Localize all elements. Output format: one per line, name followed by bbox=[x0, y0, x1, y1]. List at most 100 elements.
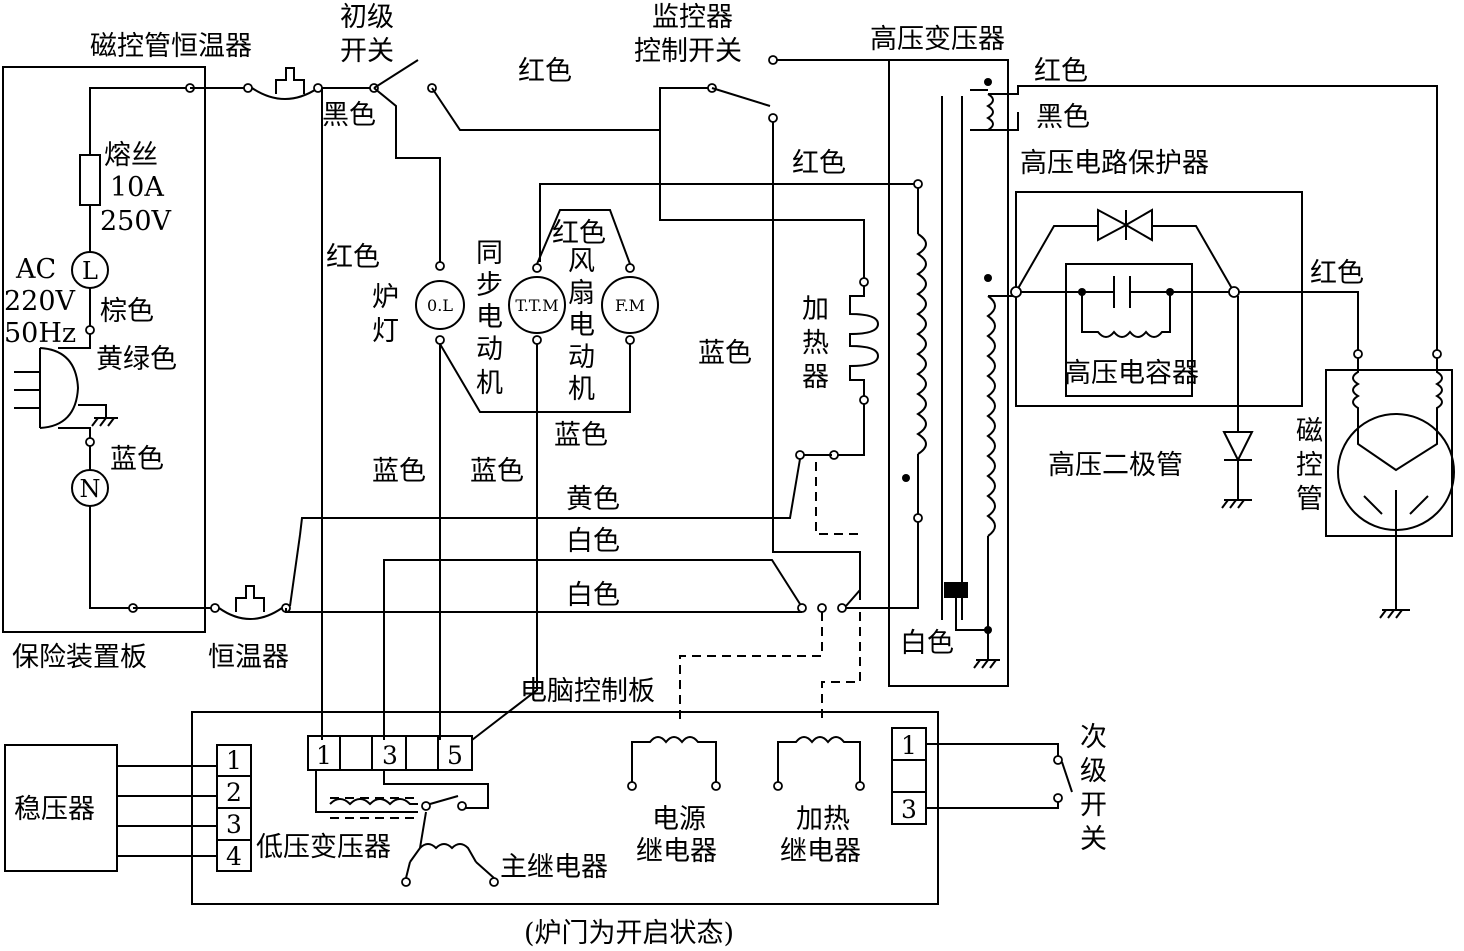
magnetron-thermostat bbox=[190, 59, 419, 100]
sync-motor-label-3: 电 bbox=[476, 302, 503, 333]
heat-relay-label-1: 加热 bbox=[796, 804, 850, 835]
terminal-l-label: L bbox=[82, 257, 98, 285]
sync-motor-circle-label: T.T.M bbox=[515, 296, 558, 315]
ac-label-3: 50Hz bbox=[4, 318, 76, 349]
white-wire-label-1: 白色 bbox=[566, 526, 620, 557]
ground-icon-diode bbox=[1221, 499, 1252, 509]
primary-switch-label-2: 开关 bbox=[340, 36, 394, 67]
heater-label-1: 加 bbox=[802, 294, 829, 325]
hv-diode-icon bbox=[1222, 431, 1254, 463]
fuse-label-1: 熔丝 bbox=[104, 140, 158, 171]
protection-board-label: 保险装置板 bbox=[12, 642, 147, 673]
oven-lamp: 0.L bbox=[415, 261, 465, 345]
red-wire-label-left: 红色 bbox=[326, 242, 380, 273]
primary-switch-label-1: 初级 bbox=[340, 2, 394, 33]
hv-capacitor-icon bbox=[1080, 276, 1170, 308]
heat-relay-label-2: 继电器 bbox=[780, 836, 861, 867]
low-transformer-label: 低压变压器 bbox=[256, 832, 391, 863]
stabilizer-pin-3: 3 bbox=[226, 810, 242, 839]
ac-label-1: AC bbox=[15, 254, 56, 285]
power-relay-label-2: 继电器 bbox=[636, 836, 717, 867]
white-wire-label-2: 白色 bbox=[566, 580, 620, 611]
fan-motor-icon bbox=[601, 276, 659, 334]
sync-motor: T.T.M bbox=[508, 263, 566, 345]
oven-lamp-circle-label: 0.L bbox=[427, 296, 453, 315]
secondary-terminal-block bbox=[891, 727, 927, 825]
blue-wire-label-low-2: 蓝色 bbox=[470, 456, 524, 487]
fuse-label-3: 250V bbox=[100, 206, 172, 237]
oven-lamp-label-1: 炉 bbox=[372, 282, 399, 313]
secondary-switch-label-3: 开 bbox=[1080, 790, 1107, 821]
secondary-coil-icon bbox=[986, 295, 996, 537]
protector-diode-icon bbox=[1097, 208, 1153, 242]
core-shunt-icon bbox=[944, 582, 968, 598]
fan-motor-label-1: 风 bbox=[568, 246, 595, 277]
magnetron-label-3: 管 bbox=[1296, 484, 1323, 515]
sync-motor-label-4: 动 bbox=[476, 334, 503, 365]
power-relay-label-1: 电源 bbox=[652, 804, 706, 835]
hv-capacitor-label: 高压电容器 bbox=[1064, 358, 1199, 389]
white-wire-label-right: 白色 bbox=[900, 628, 954, 659]
hv-protector bbox=[1010, 191, 1359, 407]
stabilizer-pin-2: 2 bbox=[226, 778, 242, 807]
secondary-switch-label-1: 次 bbox=[1080, 722, 1107, 753]
fan-motor-label-3: 电 bbox=[568, 310, 595, 341]
terminal-pin-5: 5 bbox=[447, 741, 463, 770]
hv-diode-label: 高压二极管 bbox=[1048, 450, 1183, 481]
blue-wire-label-mid: 蓝色 bbox=[698, 338, 752, 369]
secondary-switch-label-2: 级 bbox=[1080, 756, 1107, 787]
secondary-terminal-pin-3: 3 bbox=[901, 795, 917, 824]
caption: (炉门为开启状态) bbox=[524, 918, 734, 949]
blue-wire-label-low-1: 蓝色 bbox=[372, 456, 426, 487]
voltage-stabilizer: 1 2 3 4 bbox=[4, 744, 252, 872]
stabilizer-label: 稳压器 bbox=[14, 794, 95, 825]
red-wire-label-top: 红色 bbox=[518, 56, 572, 87]
terminal-pin-3: 3 bbox=[382, 741, 398, 770]
monitor-switch-label-2: 控制开关 bbox=[634, 36, 742, 67]
thermostat-label: 恒温器 bbox=[208, 642, 289, 673]
stabilizer-pin-1: 1 bbox=[226, 746, 242, 775]
fan-motor: F.M bbox=[601, 263, 659, 345]
magnetron-thermostat-label: 磁控管恒温器 bbox=[90, 31, 252, 62]
protection-board: L N bbox=[2, 66, 213, 633]
secondary-terminal-pin-1: 1 bbox=[901, 731, 917, 760]
magnetron bbox=[1325, 349, 1455, 619]
red-wire-label-motors: 红色 bbox=[552, 218, 606, 249]
red-wire-label-mid: 红色 bbox=[792, 148, 846, 179]
primary-switch bbox=[373, 59, 419, 89]
sync-motor-icon bbox=[508, 276, 566, 334]
sync-motor-label-1: 同 bbox=[476, 238, 503, 269]
heater-label-3: 器 bbox=[802, 362, 829, 393]
stabilizer-pin-4: 4 bbox=[226, 842, 242, 871]
primary-coil-icon bbox=[916, 233, 927, 455]
heat-relay-coil-icon bbox=[777, 736, 861, 784]
fuse-icon bbox=[79, 154, 101, 206]
terminal-pin-1: 1 bbox=[316, 741, 332, 770]
hv-diode bbox=[1221, 296, 1254, 509]
fuse-label-2: 10A bbox=[110, 172, 164, 203]
ground-icon bbox=[91, 417, 118, 427]
fan-motor-label-2: 扇 bbox=[568, 278, 595, 309]
low-transformer-coil-icon bbox=[329, 798, 418, 806]
main-relay-label: 主继电器 bbox=[500, 852, 608, 883]
yellow-wire-label: 黄色 bbox=[566, 484, 620, 515]
fan-motor-label-4: 动 bbox=[568, 342, 595, 373]
blue-wire-label-left: 蓝色 bbox=[110, 444, 164, 475]
fan-motor-label-5: 机 bbox=[568, 374, 595, 405]
secondary-switch bbox=[926, 743, 1073, 809]
oven-lamp-icon bbox=[415, 280, 465, 330]
red-wire-label-hv-top: 红色 bbox=[1034, 56, 1088, 87]
power-relay-coil-icon bbox=[631, 736, 717, 784]
hv-protector-label: 高压电路保护器 bbox=[1020, 148, 1209, 179]
ground-icon-magnetron bbox=[1379, 609, 1410, 619]
black-wire-label-top: 黑色 bbox=[322, 100, 376, 131]
hv-transformer bbox=[888, 59, 1438, 687]
thermostat bbox=[210, 534, 301, 620]
blue-wire-label-motors: 蓝色 bbox=[554, 420, 608, 451]
ground-icon-transformer bbox=[973, 659, 1000, 669]
fan-motor-circle-label: F.M bbox=[615, 296, 645, 315]
control-board: 1 3 5 1 3 bbox=[191, 711, 939, 905]
heater-label-2: 热 bbox=[802, 328, 829, 359]
red-wire-label-hv-right: 红色 bbox=[1310, 258, 1364, 289]
